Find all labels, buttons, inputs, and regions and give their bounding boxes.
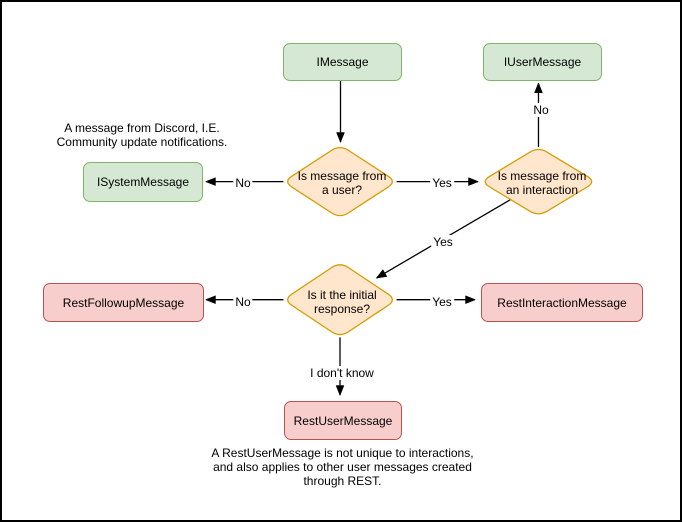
note-system-message: A message from Discord, I.E. Community u… bbox=[56, 121, 228, 149]
decision-is-from-interaction-shape bbox=[484, 148, 593, 215]
edge-label-initial-response-no: No bbox=[233, 295, 253, 309]
edge-label-from-interaction-yes: Yes bbox=[431, 235, 455, 249]
edge-label-initial-response-yes: Yes bbox=[430, 295, 454, 309]
node-restfollowupmessage: RestFollowupMessage bbox=[43, 283, 204, 322]
node-iusermessage: IUserMessage bbox=[483, 43, 602, 81]
node-isystemmessage: ISystemMessage bbox=[83, 162, 203, 202]
edge-label-from-interaction-no: No bbox=[531, 103, 551, 117]
decision-is-from-user-shape bbox=[287, 146, 393, 217]
edge-label-from-user-no: No bbox=[233, 176, 253, 190]
node-restusermessage: RestUserMessage bbox=[284, 401, 402, 440]
node-imessage: IMessage bbox=[283, 43, 402, 81]
decision-is-initial-response-shape bbox=[287, 264, 393, 336]
edge-label-initial-response-unknown: I don't know bbox=[308, 366, 376, 380]
edge-label-from-user-yes: Yes bbox=[430, 176, 454, 190]
note-rest-user-message: A RestUserMessage is not unique to inter… bbox=[211, 446, 474, 488]
node-restinteractionmessage: RestInteractionMessage bbox=[481, 283, 643, 322]
